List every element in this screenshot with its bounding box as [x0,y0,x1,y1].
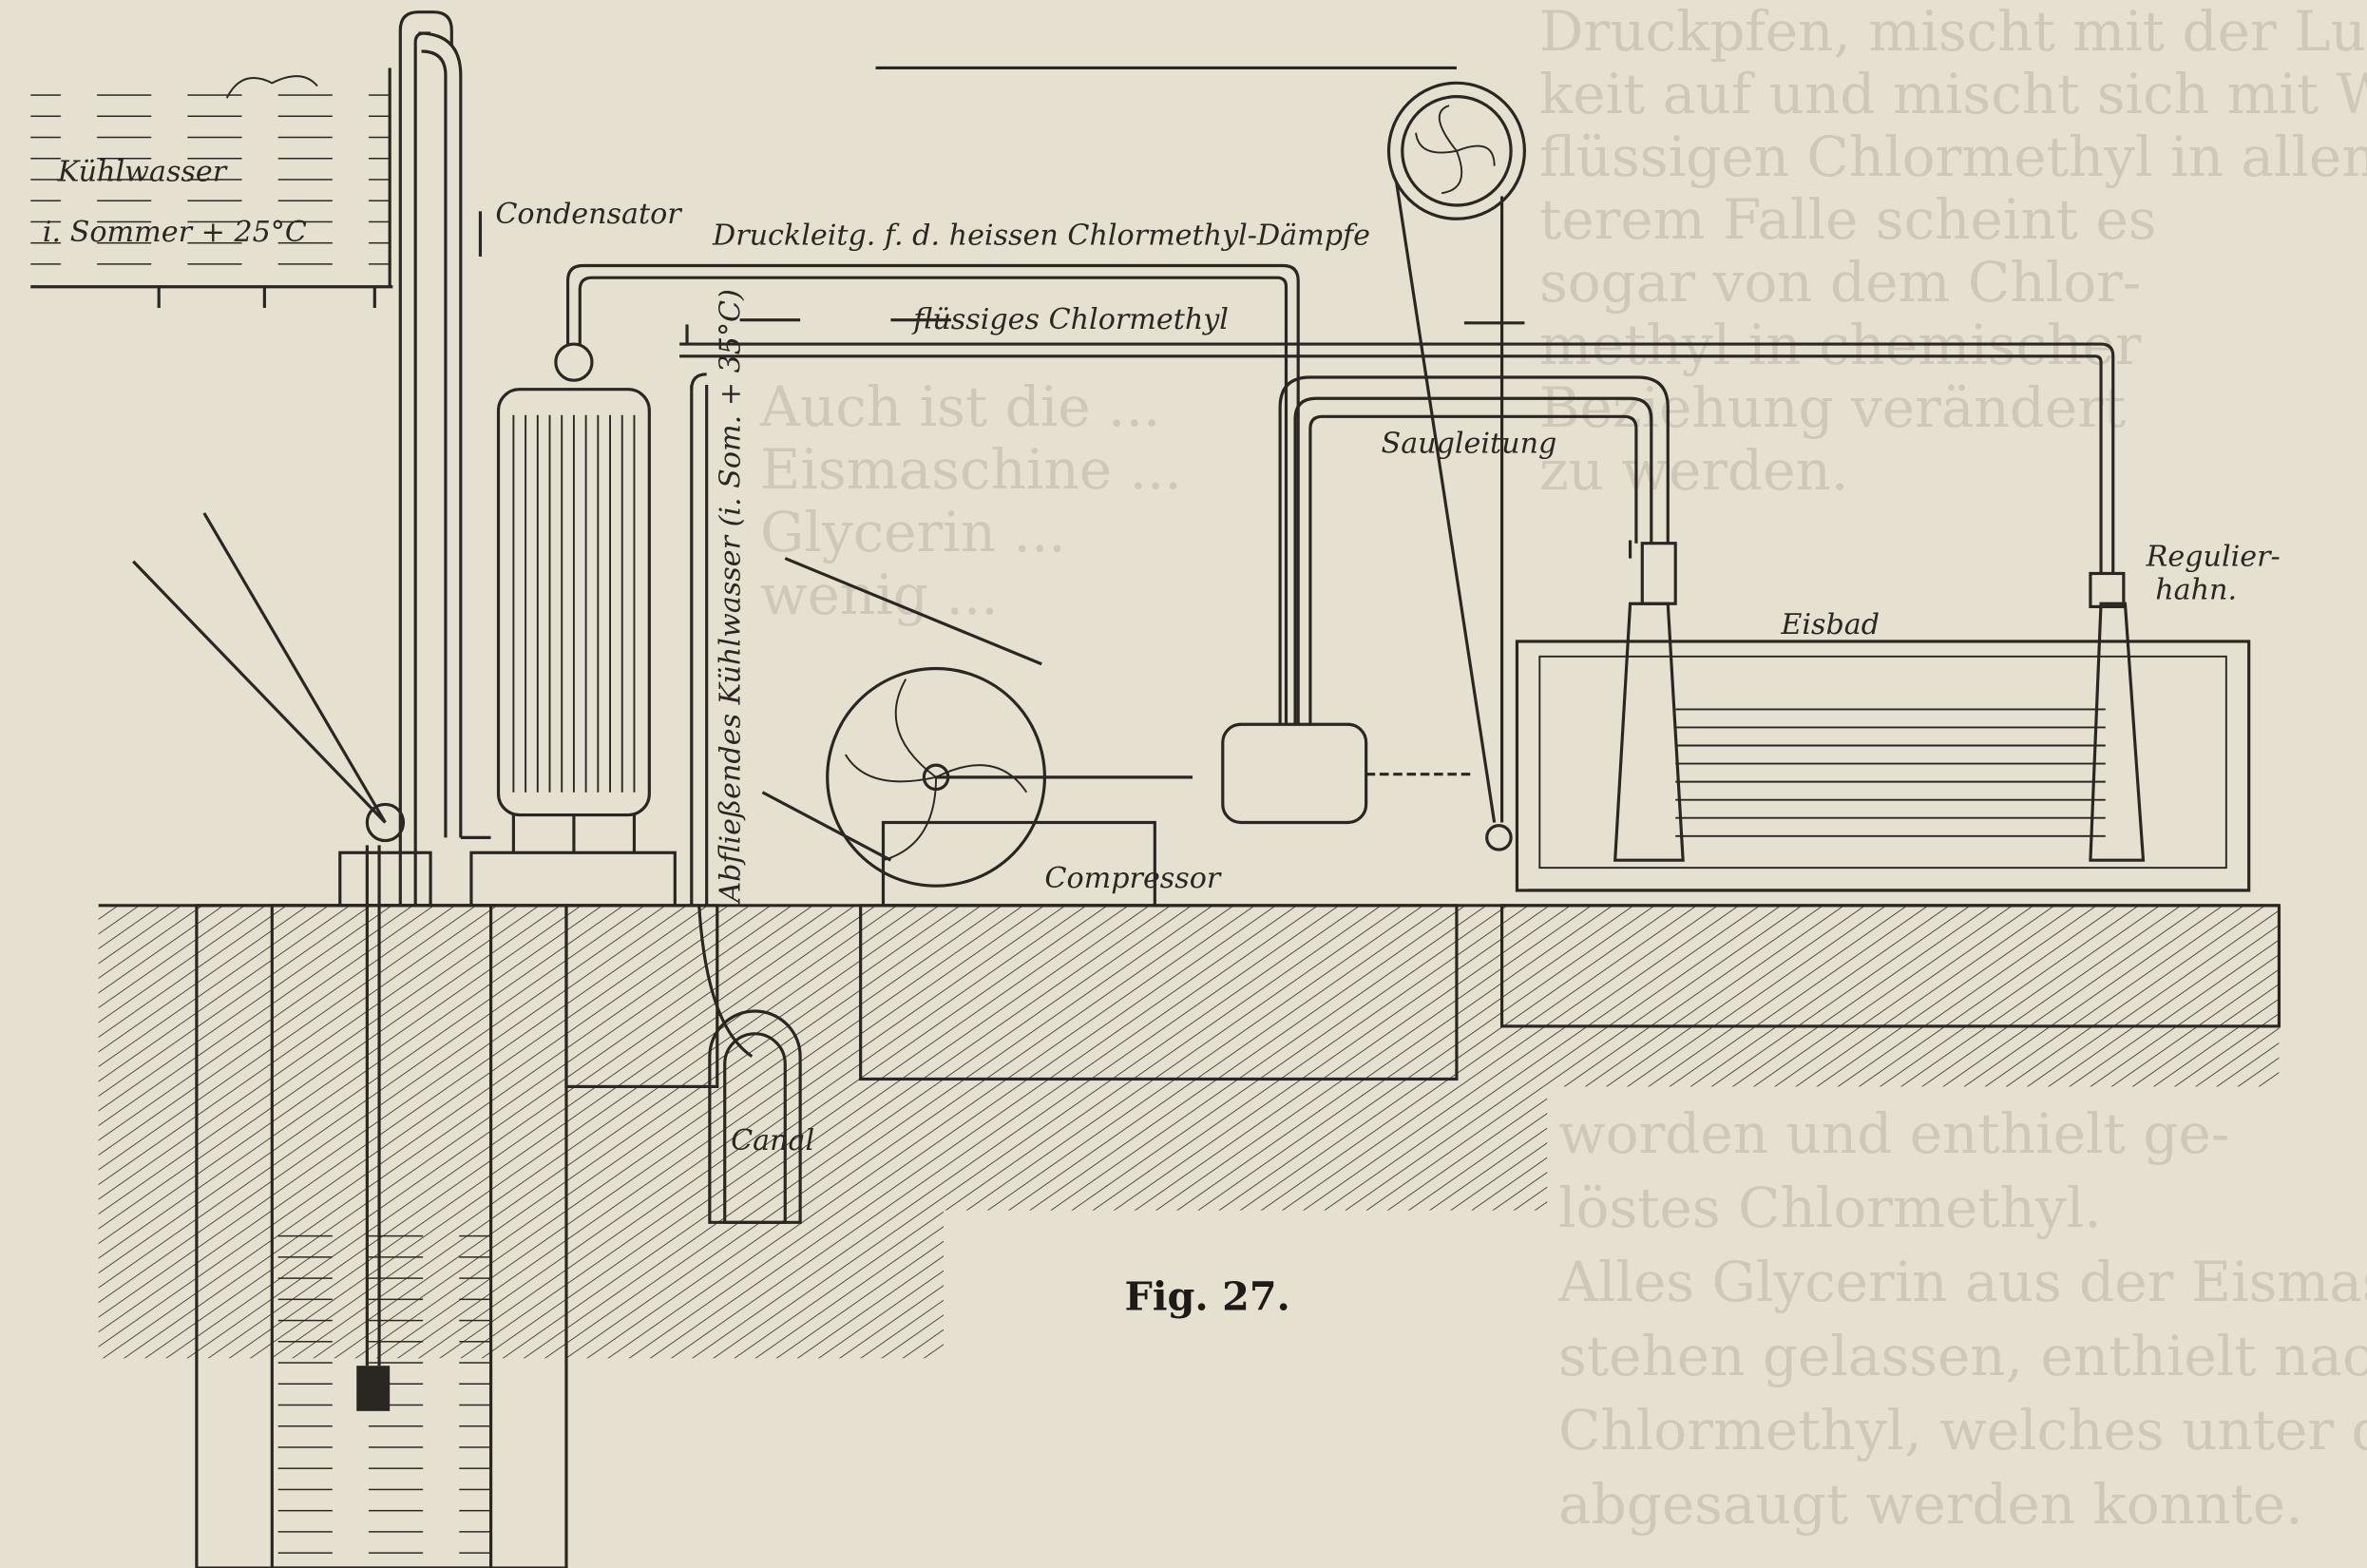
flow-arrow-icon [739,318,1525,325]
label-regulating-valve: Regulier- [2146,541,2281,574]
show-through-text-line: Alles Glycerin aus der Eismaschine [1558,1250,2367,1314]
canal [697,905,802,1224]
ice-bath-tank [1515,571,2251,892]
show-through-text-line: flüssigen Chlormethyl in allen Verhältni… [1539,124,2367,189]
show-through-text-line: keit auf und mischt sich mit Wasser, wie… [1539,62,2367,126]
pressure-line-pipe [565,263,1300,725]
compressor-foundation [859,904,1459,1081]
label-outflow-water: Abfließendes Kühlwasser (i. Som. + 35°C) [715,289,748,906]
cooling-water-pipes [398,10,709,906]
show-through-text-line: zu werden. [1539,438,1849,503]
compressor [761,557,1472,908]
label-suction-line: Saugleitung [1382,427,1557,460]
cooling-water-tank [30,67,393,308]
drive-pulley [875,66,1526,851]
show-through-text-line: worden und enthielt ge- [1558,1101,2230,1166]
figure-caption: Fig. 27. [1125,1272,1290,1319]
show-through-text-line: wenig ... [760,563,999,627]
show-through-text-line: terem Falle scheint es [1539,187,2157,252]
label-cooling-water: Kühlwasser [57,156,228,189]
ground-soil [98,904,2280,1359]
ice-bath-foundation [1499,904,2281,1028]
suction-line-pipe [1278,375,1677,725]
label-compressor: Compressor [1044,862,1221,895]
show-through-text-line: löstes Chlormethyl. [1558,1176,2102,1240]
label-pressure-line: Druckleitg. f. d. heissen Chlormethyl-Dä… [712,219,1370,252]
show-through-text-line: Eismaschine ... [760,437,1182,502]
liquid-line-pipe [679,318,2115,574]
label-cooling-water-temp: i. Sommer + 25°C [43,216,307,249]
label-regulating-valve-2: hahn. [2155,573,2237,606]
label-liquid-line: flüssiges Chlormethyl [911,303,1229,336]
show-through-text-line: Auch ist die ... [760,374,1161,439]
hand-pump [132,512,432,908]
show-through-text-line: stehen gelassen, enthielt nach 8 Tagen n… [1558,1324,2367,1388]
show-through-text-line: abgesaugt werden konnte. [1558,1472,2303,1537]
label-canal: Canal [731,1124,814,1157]
label-condenser: Condensator [495,198,682,231]
strainer-icon [356,1366,391,1411]
show-through-text-line: Druckpfen, mischt mit der Luft begierig … [1539,0,2367,64]
show-through-text-line: Glycerin ... [760,500,1066,564]
label-ice-bath: Eisbad [1780,608,1880,641]
wall-brick [564,904,719,1088]
condenser [469,342,677,908]
show-through-text-line: sogar von dem Chlor- [1539,250,2142,315]
show-through-text-line: Chlormethyl, welches unter der Luftpumpe [1558,1398,2367,1463]
